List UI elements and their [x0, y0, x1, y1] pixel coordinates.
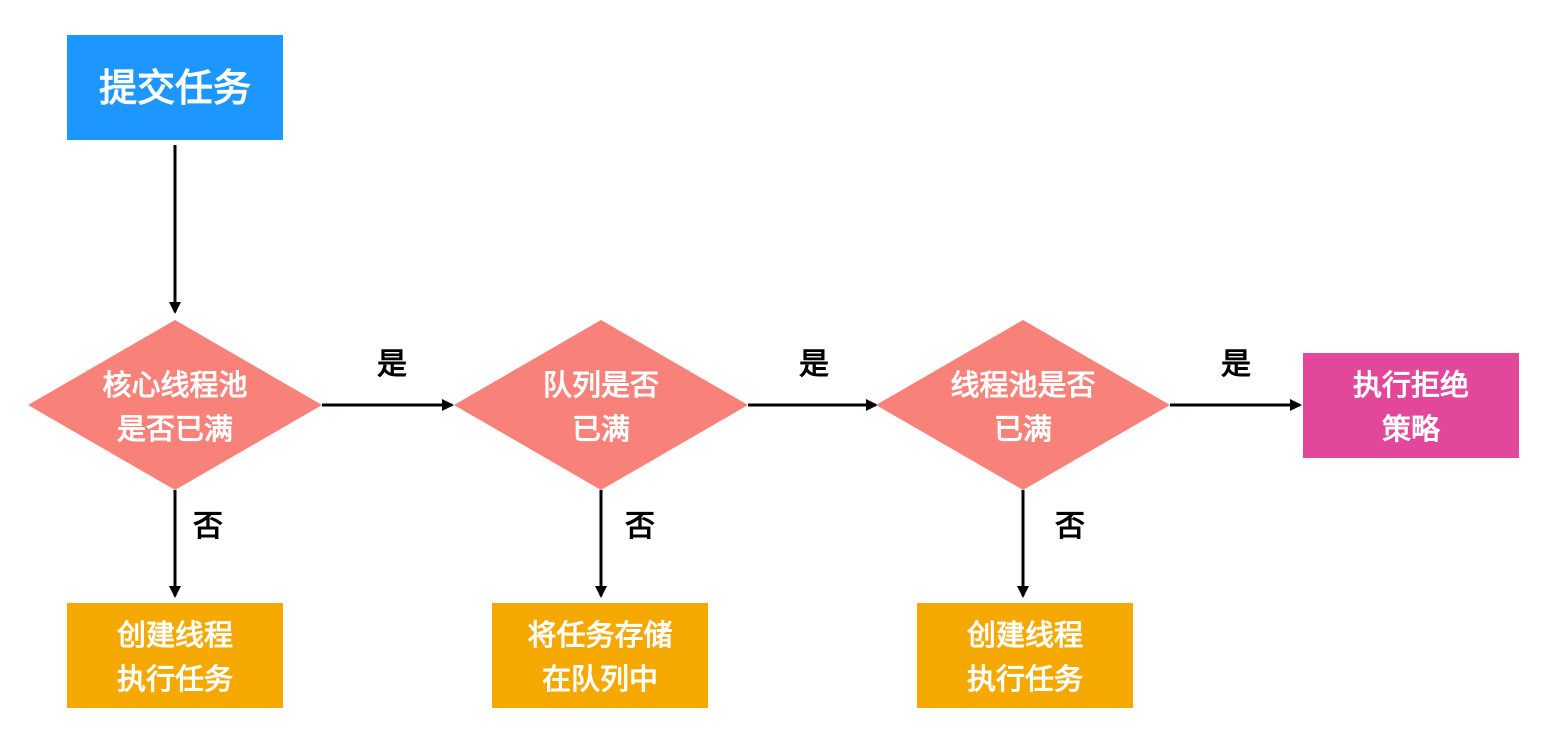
node-core-full-diamond: [28, 320, 322, 490]
node-create-thread-1-line-1: 创建线程: [116, 618, 233, 652]
node-pool-full-line-1: 线程池是否: [950, 368, 1095, 402]
node-create-thread-2-line-1: 创建线程: [966, 618, 1083, 652]
node-reject-line-2: 策略: [1382, 412, 1441, 446]
node-pool-full-line-2: 已满: [994, 412, 1052, 446]
node-core-full: 核心线程池 是否已满: [28, 320, 322, 490]
node-core-full-line-2: 是否已满: [117, 412, 233, 446]
node-create-thread-1-line-2: 执行任务: [117, 662, 233, 696]
node-create-thread-1-box: [67, 603, 283, 708]
node-pool-full: 线程池是否 已满: [876, 320, 1170, 490]
node-pool-full-diamond: [876, 320, 1170, 490]
node-create-thread-2: 创建线程 执行任务: [917, 603, 1133, 708]
node-store-queue: 将任务存储 在队列中: [492, 603, 708, 708]
node-queue-full-diamond: [454, 320, 748, 490]
edge-label-core-no: 否: [193, 509, 223, 544]
edge-label-queue-no: 否: [625, 509, 655, 544]
edge-label-pool-yes: 是: [1221, 347, 1251, 382]
node-create-thread-2-box: [917, 603, 1133, 708]
node-queue-full-line-2: 已满: [572, 412, 630, 446]
node-reject-line-1: 执行拒绝: [1353, 368, 1469, 402]
edge-label-pool-no: 否: [1055, 509, 1085, 544]
node-queue-full: 队列是否 已满: [454, 320, 748, 490]
node-reject: 执行拒绝 策略: [1303, 353, 1519, 458]
node-store-queue-line-2: 在队列中: [542, 662, 658, 696]
node-reject-box: [1303, 353, 1519, 458]
node-queue-full-line-1: 队列是否: [543, 368, 659, 402]
node-store-queue-box: [492, 603, 708, 708]
node-create-thread-1: 创建线程 执行任务: [67, 603, 283, 708]
node-submit-label: 提交任务: [99, 66, 251, 110]
edge-labels: 是 否 是 否 是 否: [193, 347, 1251, 544]
node-create-thread-2-line-2: 执行任务: [967, 662, 1083, 696]
edge-label-core-yes: 是: [377, 347, 407, 382]
edge-label-queue-yes: 是: [799, 347, 829, 382]
node-submit: 提交任务: [67, 35, 283, 140]
node-store-queue-line-1: 将任务存储: [527, 618, 672, 652]
node-core-full-line-1: 核心线程池: [102, 368, 247, 402]
node-submit-box: [67, 35, 283, 140]
edges: [169, 145, 1302, 598]
